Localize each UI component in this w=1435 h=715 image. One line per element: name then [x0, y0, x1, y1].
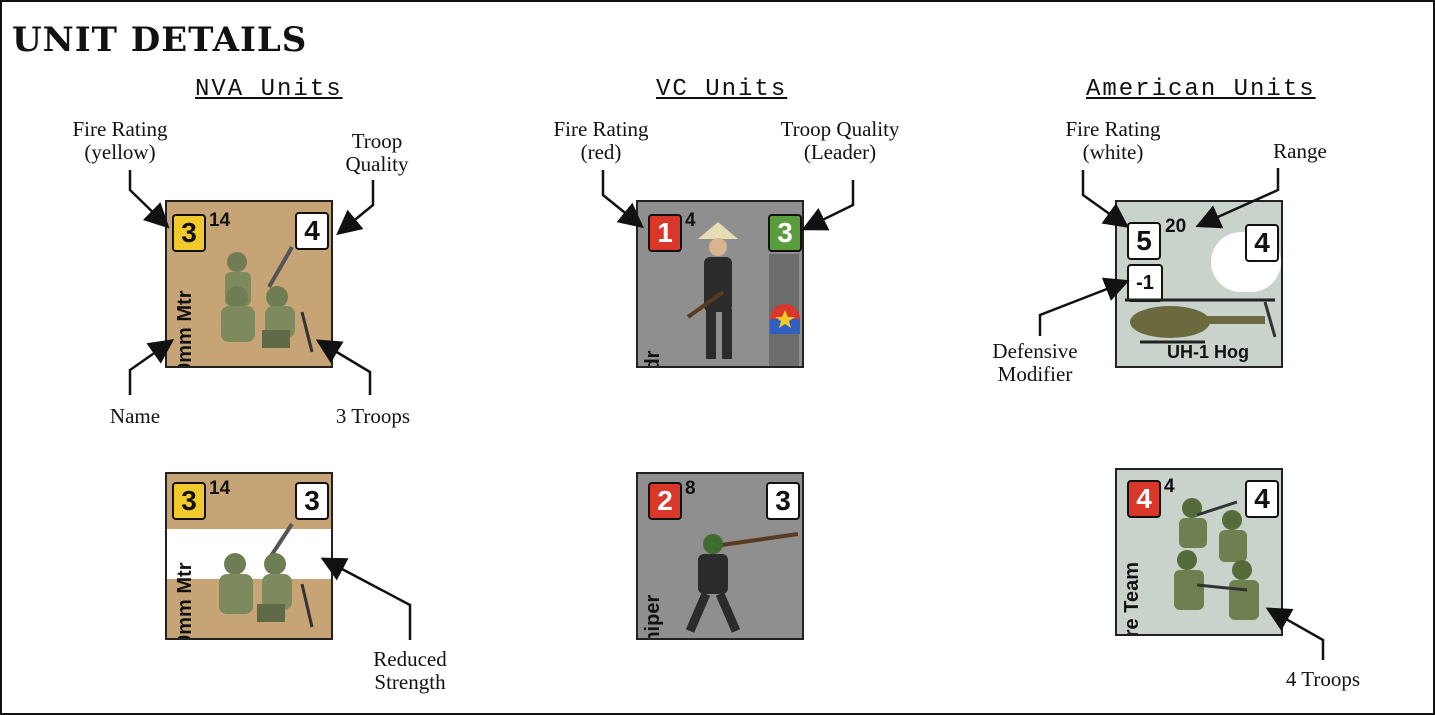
soldiers-illustration — [1174, 498, 1259, 620]
troop-quality-badge: 4 — [1245, 480, 1279, 518]
nva-60mm-mortar-unit: 3 14 4 60mm Mtr — [165, 200, 333, 368]
us-fire-team-unit: 4 4 4 Fire Team — [1115, 468, 1283, 636]
page-title: UNIT DETAILS — [12, 20, 308, 60]
range-value: 14 — [209, 210, 231, 231]
unit-name: UH-1 Hog — [1167, 342, 1249, 362]
range-value: 8 — [685, 478, 696, 499]
nva-troop-quality-label: Troop Quality — [345, 129, 409, 176]
fire-rating-badge: 2 — [648, 482, 682, 520]
fire-rating-badge: 5 — [1127, 222, 1161, 260]
soldiers-illustration — [219, 522, 314, 628]
us-troops-label: 4 Troops — [1285, 667, 1361, 691]
troop-quality-badge: 3 — [768, 214, 802, 252]
vc-commander-unit: 1 4 3 Cdr — [636, 200, 804, 368]
defensive-modifier-badge: -1 — [1127, 264, 1163, 302]
us-uh1-hog-unit: 5 20 4 -1 UH-1 Hog — [1115, 200, 1283, 368]
range-value: 4 — [685, 210, 696, 231]
unit-name: 60mm Mtr — [174, 290, 196, 368]
vc-column-heading: VC Units — [656, 76, 788, 103]
vc-fire-rating-label: Fire Rating (red) — [553, 117, 649, 164]
vc-troop-quality-label: Troop Quality (Leader) — [780, 117, 900, 164]
nva-name-label: Name — [109, 404, 161, 428]
soldiers-illustration — [221, 246, 314, 353]
unit-name: Cdr — [642, 350, 664, 368]
nva-fire-rating-label: Fire Rating (yellow) — [72, 117, 168, 164]
fire-rating-badge: 4 — [1127, 480, 1161, 518]
fire-rating-badge: 3 — [172, 214, 206, 252]
fire-rating-badge: 1 — [648, 214, 682, 252]
troop-quality-badge: 4 — [1245, 224, 1279, 262]
vc-sniper-unit: 2 8 3 Sniper — [636, 472, 804, 640]
sniper-illustration — [685, 532, 799, 633]
troop-quality-badge: 4 — [295, 212, 329, 250]
us-defensive-modifier-label: Defensive Modifier — [992, 339, 1078, 386]
nva-reduced-strength-label: Reduced Strength — [373, 647, 447, 694]
reduced-strength-stripe — [167, 529, 331, 579]
american-column-heading: American Units — [1086, 76, 1316, 103]
us-fire-rating-label: Fire Rating (white) — [1065, 117, 1161, 164]
unit-name: 60mm Mtr — [174, 562, 196, 640]
unit-name: Sniper — [642, 594, 664, 640]
troop-quality-badge: 3 — [766, 482, 800, 520]
nva-troops-label: 3 Troops — [335, 404, 411, 428]
range-value: 14 — [209, 478, 231, 499]
helicopter-illustration — [1125, 298, 1277, 344]
fire-rating-badge: 3 — [172, 482, 206, 520]
nva-column-heading: NVA Units — [195, 76, 343, 103]
range-value: 20 — [1165, 216, 1187, 237]
vc-flag-emblem-icon — [770, 304, 800, 334]
commander-illustration — [686, 222, 738, 359]
us-range-label: Range — [1273, 139, 1327, 163]
nva-60mm-mortar-reduced-unit: 3 14 3 60mm Mtr — [165, 472, 333, 640]
troop-quality-badge: 3 — [295, 482, 329, 520]
unit-name: Fire Team — [1121, 562, 1143, 636]
range-value: 4 — [1164, 476, 1175, 497]
